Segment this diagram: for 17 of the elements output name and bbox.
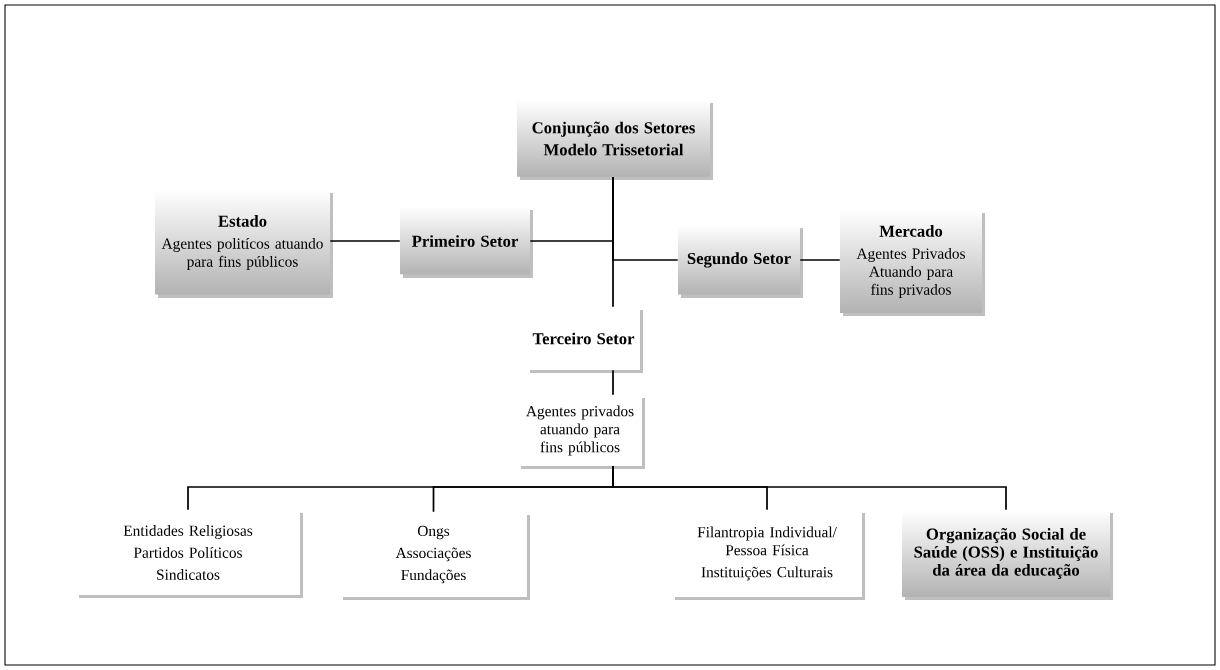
text-box: Ongs Associações Fundações xyxy=(340,512,530,600)
text-box: Entidades Religiosas Partidos Políticos Sindicatos xyxy=(76,510,303,598)
connector-line xyxy=(612,465,1007,511)
sector-box: Primeiro Setor xyxy=(400,207,533,278)
node-label: Agentes privados atuando para fins públicos xyxy=(526,405,634,456)
connector-line xyxy=(612,369,614,396)
text-box: Filantropia Individual/ Pessoa Física Instituições Culturais xyxy=(672,510,865,600)
sector-box: Estado Agentes politícos atuando para fins públicos xyxy=(155,190,333,298)
sector-box: Organização Social de Saúde (OSS) e Instituição da área da educação xyxy=(902,510,1113,600)
sector-box: Mercado Agentes Privados Atuando para fins privados xyxy=(840,210,985,316)
sector-box: Segundo Setor xyxy=(678,225,803,298)
connector-line xyxy=(612,176,614,308)
connector-line xyxy=(799,259,841,261)
sector-box: Conjunção dos Setores Modelo Trissetorial xyxy=(517,100,713,180)
connector-line xyxy=(329,240,401,242)
text-box: Agentes privados atuando para fins públicos xyxy=(518,395,645,469)
text-box: Terceiro Setor xyxy=(527,307,643,373)
